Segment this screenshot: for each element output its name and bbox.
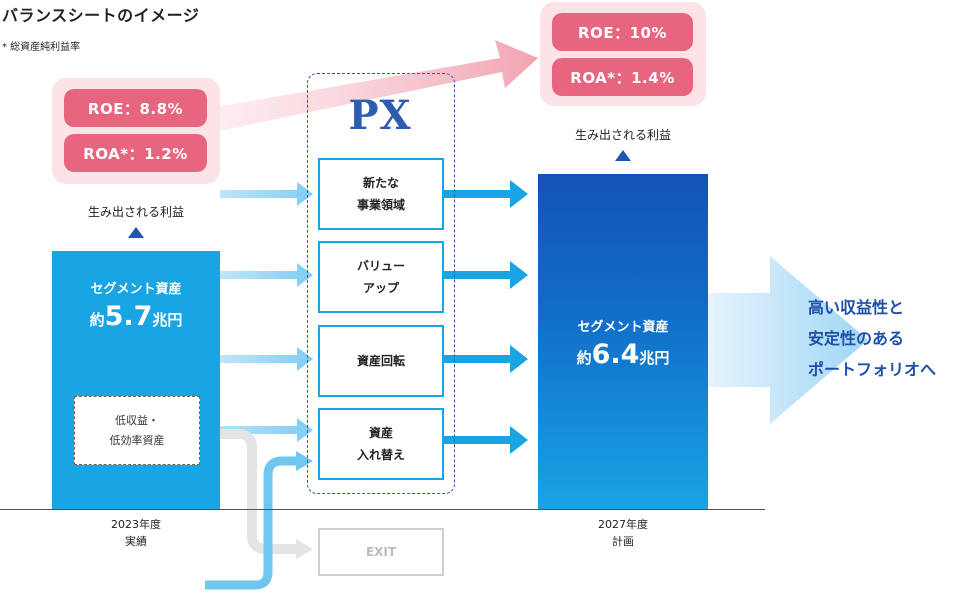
current-year-label: 2023年度 実績 [52,516,220,550]
current-amount: 約5.7兆円 [52,301,220,332]
target-profit-label: 生み出される利益 [574,128,671,142]
target-amount-value: 6.4 [591,339,640,370]
goal-arrow [708,256,868,424]
px-asset-turnover: 資産回転 [318,325,444,397]
exit-arrowhead [296,539,313,559]
px-item-line2: 入れ替え [356,448,405,462]
px-value-up: バリュー アップ [318,241,444,313]
px-frame [307,73,455,494]
arrow-out-2 [440,261,528,289]
incoming-asset-path [205,456,298,590]
px-logo: PX [348,92,412,139]
arrow-to-asset-turnover [220,347,313,371]
exit-box: EXIT [318,528,444,576]
px-asset-replacement: 資産 入れ替え [318,408,444,480]
arrow-out-3 [440,345,528,373]
px-item-line2: アップ [362,281,399,295]
goal-line3: ポートフォリオへ [808,360,937,379]
current-year-sub: 実績 [125,535,147,548]
target-amount-unit: 兆円 [639,349,670,367]
arrow-out-1 [440,180,528,208]
target-segment-bar: セグメント資産 約6.4兆円 [538,174,708,509]
target-roa-pill: ROA*：1.4% [552,58,693,96]
target-profit-triangle [615,150,631,161]
target-year-sub: 計画 [612,535,634,548]
current-roe-pill: ROE：8.8% [64,89,207,127]
arrow-to-new-domain [220,182,313,206]
px-item-line2: 事業領域 [356,198,405,212]
px-item-line1: 資産 [368,426,393,440]
arrow-out-4 [440,426,528,454]
arrow-to-asset-replacement [198,418,313,442]
current-amount-value: 5.7 [104,301,153,332]
arrow-to-value-up [220,263,313,287]
target-year: 2027年度 [598,518,648,531]
low-assets-line2: 低効率資産 [109,433,165,447]
current-segment-label: セグメント資産 [90,282,182,297]
target-amount-prefix: 約 [576,349,592,367]
goal-line2: 安定性のある [808,329,905,348]
current-roa-pill: ROA*：1.2% [64,134,207,172]
footnote: * 総資産純利益率 [2,42,81,53]
target-amount: 約6.4兆円 [538,339,708,370]
current-amount-prefix: 約 [89,311,105,329]
target-segment-label: セグメント資産 [577,320,669,335]
page-title: バランスシートのイメージ [2,6,200,25]
baseline [0,509,765,510]
current-amount-unit: 兆円 [152,311,183,329]
low-assets-line1: 低収益・ [115,413,159,427]
incoming-arrowhead [296,451,313,471]
goal-text: 高い収益性と 安定性のある ポートフォリオへ [808,292,936,385]
px-item-line1: バリュー [356,259,405,273]
px-item-line1: 新たな [362,176,399,190]
current-profit-label: 生み出される利益 [87,205,184,219]
px-item-line1: 資産回転 [356,354,405,368]
low-efficiency-assets-box: 低収益・ 低効率資産 [74,396,200,465]
exit-path [198,429,298,554]
growth-arrow [210,40,538,132]
current-profit-triangle [128,227,144,238]
target-year-label: 2027年度 計画 [538,516,708,550]
px-new-business-domain: 新たな 事業領域 [318,158,444,230]
target-roe-pill: ROE：10% [552,13,693,51]
current-year: 2023年度 [111,518,161,531]
goal-line1: 高い収益性と [808,298,905,317]
current-segment-bar: セグメント資産 約5.7兆円 [52,251,220,509]
